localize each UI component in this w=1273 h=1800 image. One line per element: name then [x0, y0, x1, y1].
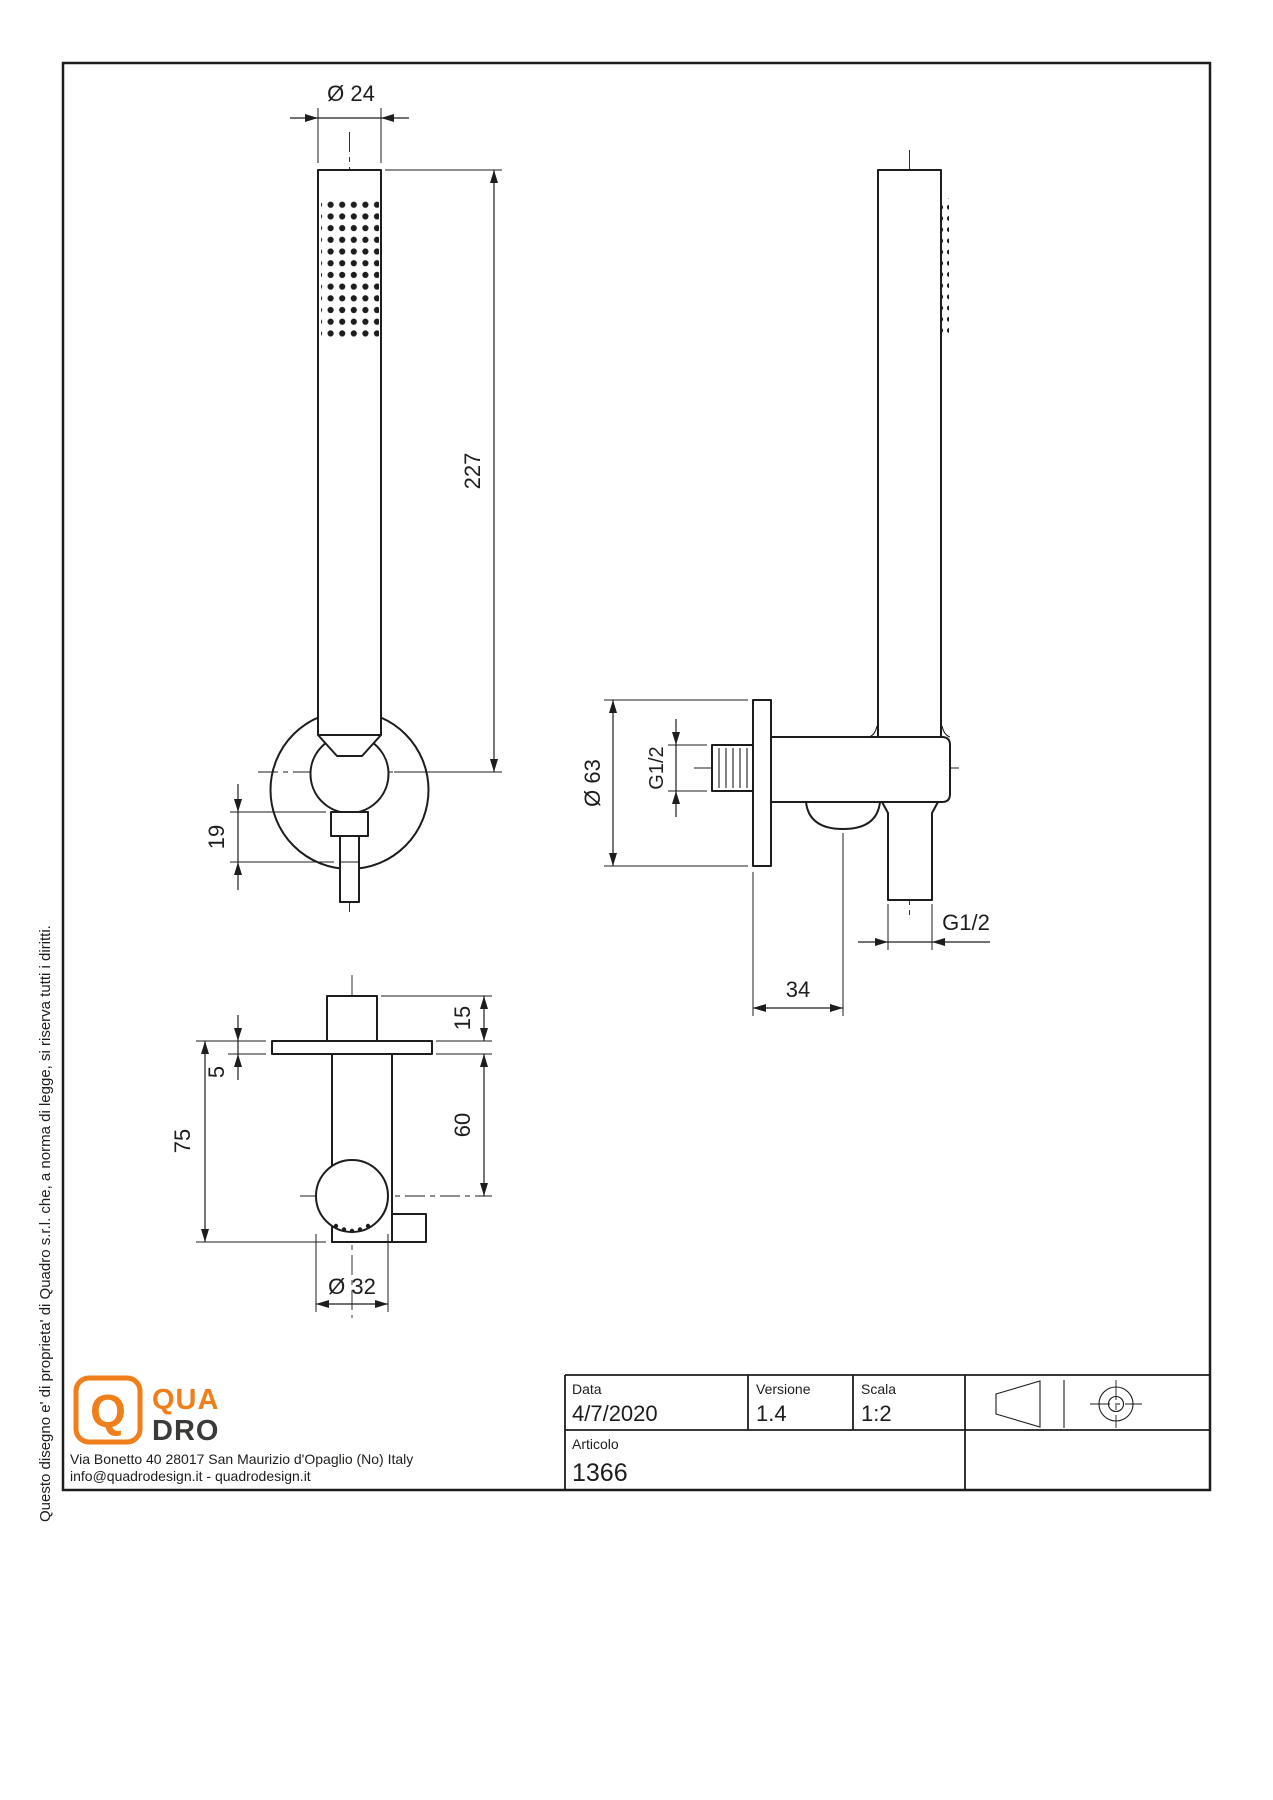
quadro-logo: Q QUA DRO — [73, 1375, 219, 1447]
drawing-frame — [61, 61, 1212, 1492]
dim-total-length: 227 — [385, 169, 502, 773]
handshower-wand-side — [877, 169, 942, 738]
svg-text:Ø 24: Ø 24 — [327, 81, 375, 106]
side-view: Ø 63 G1/2 34 G1/2 — [580, 150, 990, 1016]
dim-ball-diameter: Ø 32 — [315, 1234, 389, 1312]
logo-q-letter: Q — [90, 1385, 126, 1437]
front-view: Ø 24 227 19 — [204, 81, 502, 912]
ownership-note: Questo disegno e' di proprieta' di Quadr… — [37, 925, 54, 1522]
data-value: 4/7/2020 — [572, 1401, 658, 1426]
outlet-dome — [805, 801, 881, 830]
holder-hook — [331, 1213, 427, 1243]
data-label: Data — [572, 1381, 602, 1397]
svg-text:227: 227 — [460, 453, 485, 490]
logo-qua-text: QUA — [152, 1384, 219, 1416]
svg-text:60: 60 — [450, 1113, 475, 1137]
thread-plug — [326, 995, 378, 1042]
dim-body-drop: 75 — [170, 1040, 326, 1243]
plate-edge — [271, 1040, 433, 1055]
svg-text:G1/2: G1/2 — [942, 910, 990, 935]
svg-text:5: 5 — [204, 1066, 229, 1078]
articolo-value: 1366 — [572, 1459, 628, 1487]
svg-text:19: 19 — [204, 825, 229, 849]
logo-dro-text: DRO — [152, 1415, 219, 1447]
address-line-1: Via Bonetto 40 28017 San Maurizio d'Opag… — [70, 1451, 413, 1467]
versione-value: 1.4 — [756, 1401, 787, 1426]
svg-text:Ø 32: Ø 32 — [328, 1274, 376, 1299]
dim-thread-length: 15 — [381, 995, 492, 1042]
wall-plate — [752, 699, 772, 867]
logo-q-box — [73, 1375, 143, 1445]
scala-label: Scala — [861, 1381, 896, 1397]
dim-head-diameter: Ø 24 — [290, 81, 409, 163]
svg-text:34: 34 — [786, 977, 810, 1002]
bracket-stem — [339, 835, 360, 903]
dim-hose-thread: G1/2 — [858, 904, 990, 950]
title-block: Data 4/7/2020 Versione 1.4 Scala 1:2 Art… — [70, 1374, 1210, 1490]
pivot-block — [330, 811, 369, 837]
elbow-body — [770, 736, 951, 803]
svg-text:75: 75 — [170, 1129, 195, 1153]
scala-value: 1:2 — [861, 1401, 892, 1426]
spray-face-dots — [321, 198, 379, 338]
dim-bracket-offset: 19 — [204, 784, 334, 890]
dim-plate-diameter: Ø 63 — [580, 699, 748, 867]
spray-dots-side — [940, 198, 949, 338]
address-line-2: info@quadrodesign.it - quadrodesign.it — [70, 1468, 311, 1484]
projection-symbol-icon — [995, 1380, 1142, 1428]
dim-plate-thickness: 5 — [204, 1015, 266, 1080]
profile-view: 5 75 15 60 Ø 32 — [170, 975, 492, 1318]
dim-wall-offset: 34 — [752, 833, 844, 1016]
svg-text:G1/2: G1/2 — [646, 746, 668, 789]
versione-label: Versione — [756, 1381, 811, 1397]
hose-connector — [881, 801, 939, 901]
swivel-ball-profile — [315, 1159, 389, 1233]
dim-center-drop: 60 — [436, 1053, 492, 1196]
articolo-label: Articolo — [572, 1436, 619, 1452]
svg-text:Ø 63: Ø 63 — [580, 759, 605, 807]
svg-text:15: 15 — [450, 1006, 475, 1030]
dim-inlet-thread: G1/2 — [646, 719, 707, 817]
wand-taper — [317, 734, 382, 757]
